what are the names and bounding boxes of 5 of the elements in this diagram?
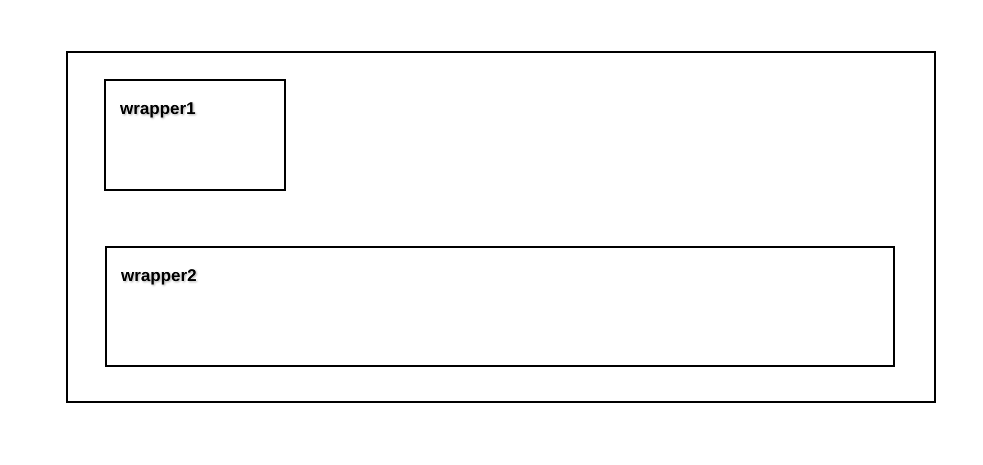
wrapper-box [105, 246, 895, 367]
box-label: wrapper2 [121, 265, 197, 287]
wrapper-box [104, 79, 286, 191]
container-box [66, 51, 936, 403]
box-label: wrapper1 [120, 98, 196, 120]
